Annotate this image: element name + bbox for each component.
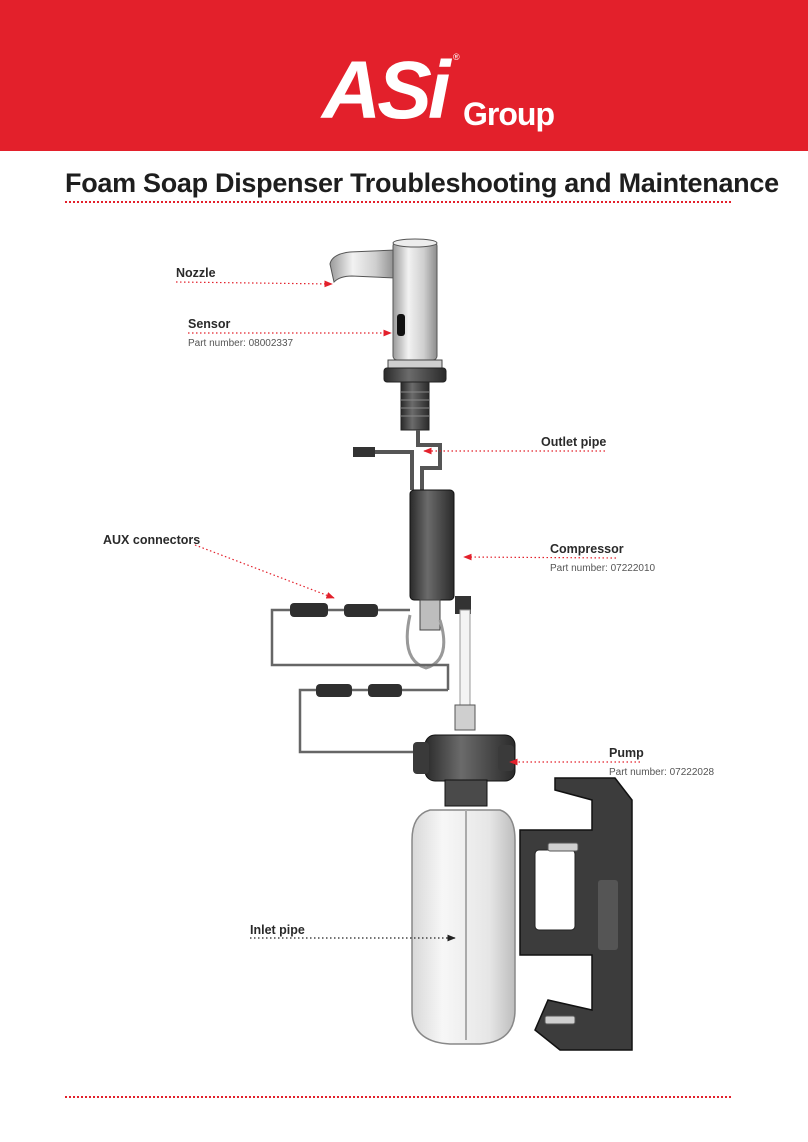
asi-group-logo: ASi ® Group bbox=[0, 0, 808, 151]
pump-drawing bbox=[413, 734, 516, 807]
compressor-drawing bbox=[405, 489, 471, 670]
label-outlet-pipe: Outlet pipe bbox=[541, 435, 607, 449]
sensor-window bbox=[397, 314, 405, 336]
logo-group-text: Group bbox=[463, 96, 555, 132]
clear-tube bbox=[459, 609, 471, 711]
wall-bracket-drawing bbox=[519, 777, 633, 1051]
compressor-part-number: Part number: 07222010 bbox=[550, 563, 656, 574]
footer-divider bbox=[65, 1096, 731, 1098]
aux-wiring bbox=[270, 608, 450, 754]
label-aux-connectors: AUX connectors bbox=[103, 533, 201, 547]
label-pump: Pump bbox=[609, 746, 644, 760]
aux-connector-shapes bbox=[290, 603, 402, 697]
soap-bottle-drawing bbox=[411, 809, 516, 1045]
pump-part-number: Part number: 07222028 bbox=[609, 767, 715, 778]
connector-plug bbox=[353, 447, 375, 457]
label-nozzle: Nozzle bbox=[176, 266, 216, 280]
title-divider bbox=[65, 201, 731, 203]
label-sensor: Sensor bbox=[188, 317, 231, 331]
header-banner: ASi ® Group bbox=[0, 0, 808, 151]
label-inlet-pipe: Inlet pipe bbox=[250, 923, 305, 937]
logo-registered-mark: ® bbox=[453, 52, 460, 62]
logo-word: ASi bbox=[322, 45, 451, 136]
leader-lines bbox=[175, 280, 640, 942]
outlet-pipe-drawing bbox=[375, 430, 442, 490]
label-compressor: Compressor bbox=[550, 542, 624, 556]
sensor-part-number: Part number: 08002337 bbox=[188, 338, 294, 349]
page-title: Foam Soap Dispenser Troubleshooting and … bbox=[65, 168, 779, 198]
faucet-nozzle bbox=[329, 238, 447, 431]
